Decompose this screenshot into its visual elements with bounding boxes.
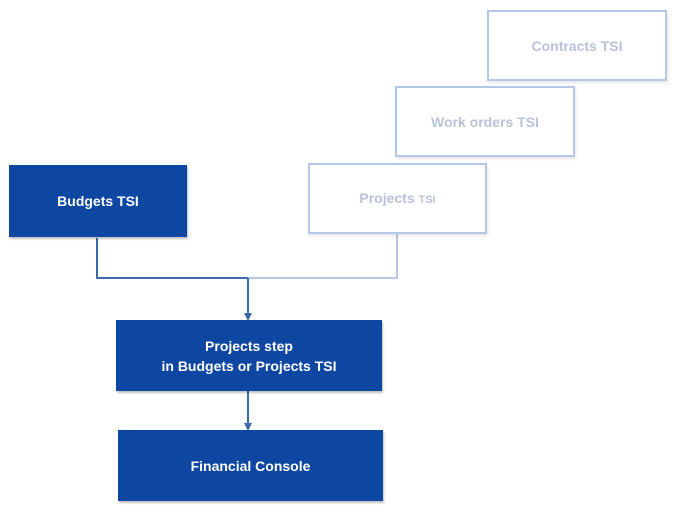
connector-budgets-to-merge [96,238,248,279]
projects-step-text: Projects step in Budgets or Projects TSI [161,336,336,376]
connector-projects-to-merge [248,232,398,279]
work-orders-tsi-box: Work orders TSI [395,86,575,157]
projects-tsi-box: Projects TSI [308,163,487,234]
projects-tsi-label: Projects TSI [359,188,435,210]
financial-console-box: Financial Console [118,430,383,501]
budgets-tsi-box: Budgets TSI [9,165,187,237]
budgets-tsi-label: Budgets TSI [57,193,139,209]
projects-step-line2: in Budgets or Projects TSI [161,357,337,374]
work-orders-tsi-label: Work orders TSI [431,113,539,130]
projects-step-line1: Projects step [205,337,293,354]
contracts-tsi-box: Contracts TSI [487,10,667,81]
projects-tsi-label-main: Projects [359,189,419,206]
contracts-tsi-label: Contracts TSI [531,37,623,54]
financial-console-label: Financial Console [190,457,311,474]
projects-step-box: Projects step in Budgets or Projects TSI [116,320,382,391]
projects-tsi-label-suffix: TSI [418,193,436,206]
